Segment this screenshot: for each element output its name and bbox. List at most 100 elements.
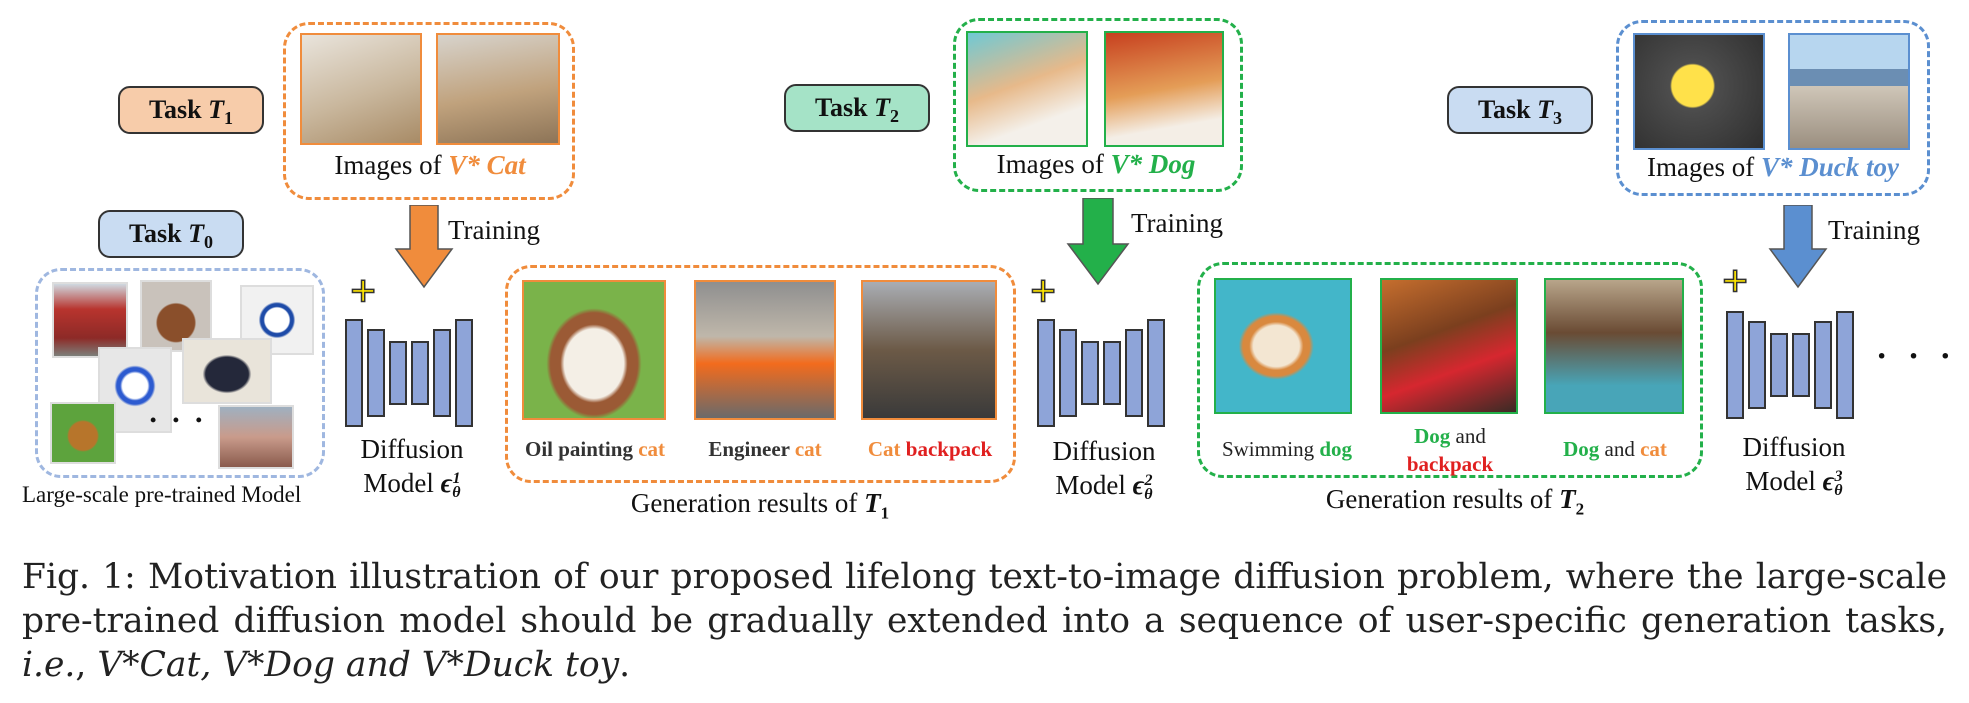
training-arrow-1 xyxy=(394,205,454,289)
task-symbol: T xyxy=(208,95,224,124)
task-t1-label: Task T1 xyxy=(118,86,264,134)
plus-icon-3: + xyxy=(1721,255,1749,306)
result-t2-label-2: Dog and backpack xyxy=(1385,422,1515,478)
result-t1-label-2: Engineer cat xyxy=(690,437,840,462)
duck-images-box xyxy=(1616,20,1930,196)
duck-photo-1 xyxy=(1633,33,1765,150)
trailing-ellipsis: · · · xyxy=(1876,338,1958,375)
task-word: Task xyxy=(149,95,209,124)
results-t1-caption: Generation results of T1 xyxy=(590,488,930,523)
duck-photo-2 xyxy=(1788,33,1910,150)
label-part: cat xyxy=(638,437,666,461)
task-symbol: T xyxy=(874,93,890,122)
pretrained-photo-robot-2 xyxy=(98,347,172,433)
caption-task-list: V*Cat, V*Dog and V*Duck toy xyxy=(97,645,620,685)
model-word: Model xyxy=(1745,466,1823,496)
training-label-3: Training xyxy=(1828,215,1921,245)
result-engineer-cat xyxy=(694,280,836,420)
task-t3-label: Task T3 xyxy=(1447,86,1593,134)
cat-photo-1 xyxy=(300,33,422,145)
label-part: cat xyxy=(794,437,822,461)
training-arrow-2 xyxy=(1066,198,1130,286)
label-part: and xyxy=(1450,424,1486,448)
figure-caption: Fig. 1: Motivation illustration of our p… xyxy=(22,555,1947,687)
pretrained-photo-hiker xyxy=(218,405,294,469)
results-t1-box xyxy=(505,265,1016,483)
caption-symbol: T xyxy=(1559,484,1576,514)
cat-images-caption: Images of V* Cat xyxy=(300,150,560,181)
diffusion-model-3-icon xyxy=(1726,311,1854,419)
task-subscript: 1 xyxy=(223,108,233,129)
results-t2-caption: Generation results of T2 xyxy=(1285,484,1625,519)
caption-subscript: 1 xyxy=(880,503,890,523)
label-line: Dog and xyxy=(1385,422,1515,450)
cat-images-box xyxy=(283,22,575,200)
dog-photo-2 xyxy=(1104,31,1224,147)
result-cat-backpack xyxy=(861,280,997,420)
caption-prefix: Images of xyxy=(1647,152,1761,182)
label-part: and xyxy=(1599,437,1641,461)
caption-subject: V* Duck toy xyxy=(1760,152,1899,182)
label-part: Swimming xyxy=(1221,437,1320,461)
model-line1: Diffusion xyxy=(1052,436,1156,466)
dog-images-box xyxy=(953,18,1243,192)
cat-photo-2 xyxy=(436,33,560,145)
model-subscript: θ xyxy=(1144,485,1153,503)
caption-prefix: Generation results of xyxy=(1325,484,1560,514)
caption-comma: , xyxy=(75,645,98,685)
caption-subject: V* Cat xyxy=(448,150,526,180)
diffusion-model-1-icon xyxy=(345,319,473,427)
training-label-2: Training xyxy=(1131,208,1224,238)
caption-period: . xyxy=(619,645,631,685)
diffusion-model-2-icon xyxy=(1037,319,1165,427)
caption-symbol: T xyxy=(864,488,881,518)
result-t2-label-1: Swimming dog xyxy=(1212,437,1362,462)
model-word: Model xyxy=(1055,470,1133,500)
caption-text: Fig. 1: Motivation illustration of our p… xyxy=(22,557,1947,641)
label-part: Dog xyxy=(1563,437,1600,461)
training-label-1: Training xyxy=(448,215,541,245)
result-dog-and-cat xyxy=(1544,278,1684,414)
task-word: Task xyxy=(129,219,189,248)
dog-photo-1 xyxy=(966,31,1088,147)
task-t0-label: Task T0 xyxy=(98,210,244,258)
duck-images-caption: Images of V* Duck toy xyxy=(1633,152,1913,183)
epsilon-symbol: ϵ xyxy=(1132,470,1145,500)
pretrained-photo-poop-2 xyxy=(50,402,116,464)
model-subscript: θ xyxy=(452,483,461,501)
results-t2-box xyxy=(1197,262,1703,478)
label-part: Oil painting xyxy=(524,437,639,461)
model-superscript: 3 xyxy=(1834,467,1843,485)
epsilon-symbol: ϵ xyxy=(1822,466,1835,496)
dog-images-caption: Images of V* Dog xyxy=(966,149,1226,180)
pretrained-ellipsis: • • • xyxy=(150,410,208,430)
task-subscript: 3 xyxy=(1552,108,1562,129)
caption-subscript: 2 xyxy=(1575,499,1585,519)
training-arrow-3 xyxy=(1768,205,1828,289)
task-word: Task xyxy=(1478,95,1538,124)
task-subscript: 0 xyxy=(203,232,213,253)
caption-prefix: Images of xyxy=(996,149,1111,179)
caption-prefix: Generation results of xyxy=(630,488,865,518)
pretrained-label: Large-scale pre-trained Model xyxy=(22,482,302,507)
label-part: dog xyxy=(1319,437,1353,461)
task-subscript: 2 xyxy=(889,106,899,127)
model-line1: Diffusion xyxy=(1742,432,1846,462)
model-superscript: 2 xyxy=(1144,471,1153,489)
task-word: Task xyxy=(815,93,875,122)
plus-icon-2: + xyxy=(1029,265,1057,316)
pretrained-photo-bowl xyxy=(182,338,272,404)
result-t1-label-1: Oil painting cat xyxy=(510,437,680,462)
result-t1-label-3: Cat backpack xyxy=(855,437,1005,462)
model-subscript: θ xyxy=(1834,481,1843,499)
label-line: backpack xyxy=(1406,452,1494,476)
result-t2-label-3: Dog and cat xyxy=(1540,437,1690,462)
caption-prefix: Images of xyxy=(334,150,449,180)
label-part: Engineer xyxy=(708,437,795,461)
result-dog-backpack xyxy=(1380,278,1518,414)
